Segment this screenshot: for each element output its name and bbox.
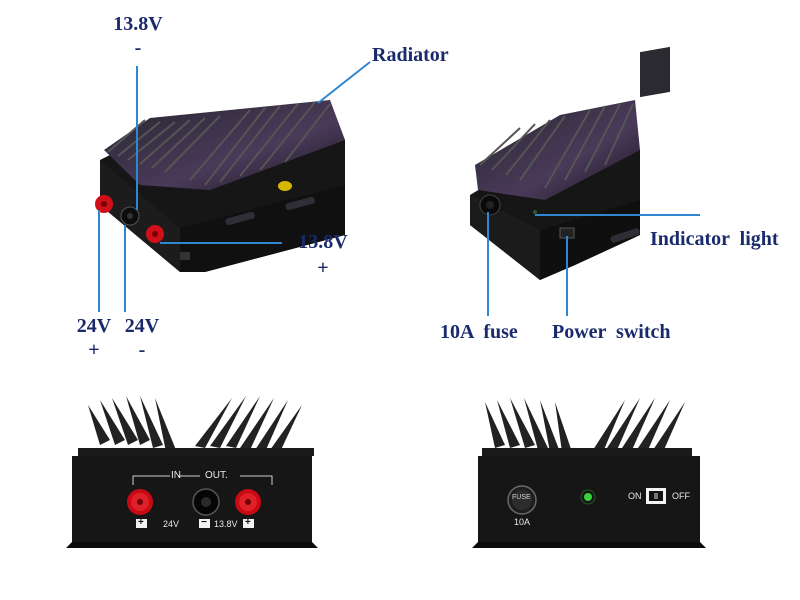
front-plus-left: +: [138, 517, 144, 528]
label-out-pos-voltage: 13.8V: [298, 231, 348, 253]
front-panel-view: [66, 396, 318, 548]
label-out-pos-sign: +: [317, 257, 329, 279]
rear-fuse-cap-text: FUSE: [512, 494, 531, 501]
front-out-label: OUT.: [205, 470, 228, 481]
front-out-voltage: 13.8V: [214, 519, 238, 529]
label-radiator: Radiator: [372, 44, 449, 66]
front-panel-plate: [72, 456, 312, 542]
label-out-neg-sign: -: [134, 37, 142, 59]
label-indicator-light: Indicator light: [650, 228, 779, 250]
front-in-voltage: 24V: [163, 519, 180, 529]
label-in-pos-voltage: 24V: [76, 315, 112, 337]
front-fins: [78, 396, 314, 456]
front-terminal-out-positive: [235, 489, 261, 515]
output-positive-terminal: [146, 225, 164, 243]
pointer-radiator: [317, 61, 371, 104]
front-in-label: IN: [171, 470, 181, 481]
rear-on-label: ON: [628, 491, 642, 501]
unit-front-angled-view: [95, 100, 345, 272]
fuse-holder-icon: [507, 485, 537, 515]
label-fuse: 10A fuse: [440, 321, 518, 343]
indicator-led-icon: [584, 493, 592, 501]
front-terminal-in-positive: [127, 489, 153, 515]
rocker-switch-icon: [646, 488, 666, 504]
rear-fuse-rating: 10A: [514, 517, 531, 527]
indicator-led-rear: [533, 210, 537, 214]
unit-rear-angled-view: [470, 46, 670, 280]
front-terminal-negative: [192, 488, 220, 516]
label-out-neg-voltage: 13.8V: [113, 13, 163, 35]
label-power-switch: Power switch: [552, 321, 671, 343]
rear-fins: [482, 398, 692, 456]
label-in-pos-sign: +: [88, 339, 100, 361]
label-in-neg-voltage: 24V: [124, 315, 160, 337]
front-plus-right: +: [245, 517, 251, 528]
fuse-holder-rear: [479, 194, 501, 216]
label-in-neg-sign: -: [138, 339, 146, 361]
rear-panel-view: [472, 398, 706, 548]
radiator-fins-rear: [475, 100, 640, 200]
output-negative-terminal: [120, 206, 140, 226]
radiator-fins: [104, 100, 345, 190]
input-positive-terminal: [95, 195, 113, 213]
front-minus: −: [201, 517, 207, 528]
callout-lines: [98, 61, 700, 316]
rear-off-label: OFF: [672, 491, 690, 501]
